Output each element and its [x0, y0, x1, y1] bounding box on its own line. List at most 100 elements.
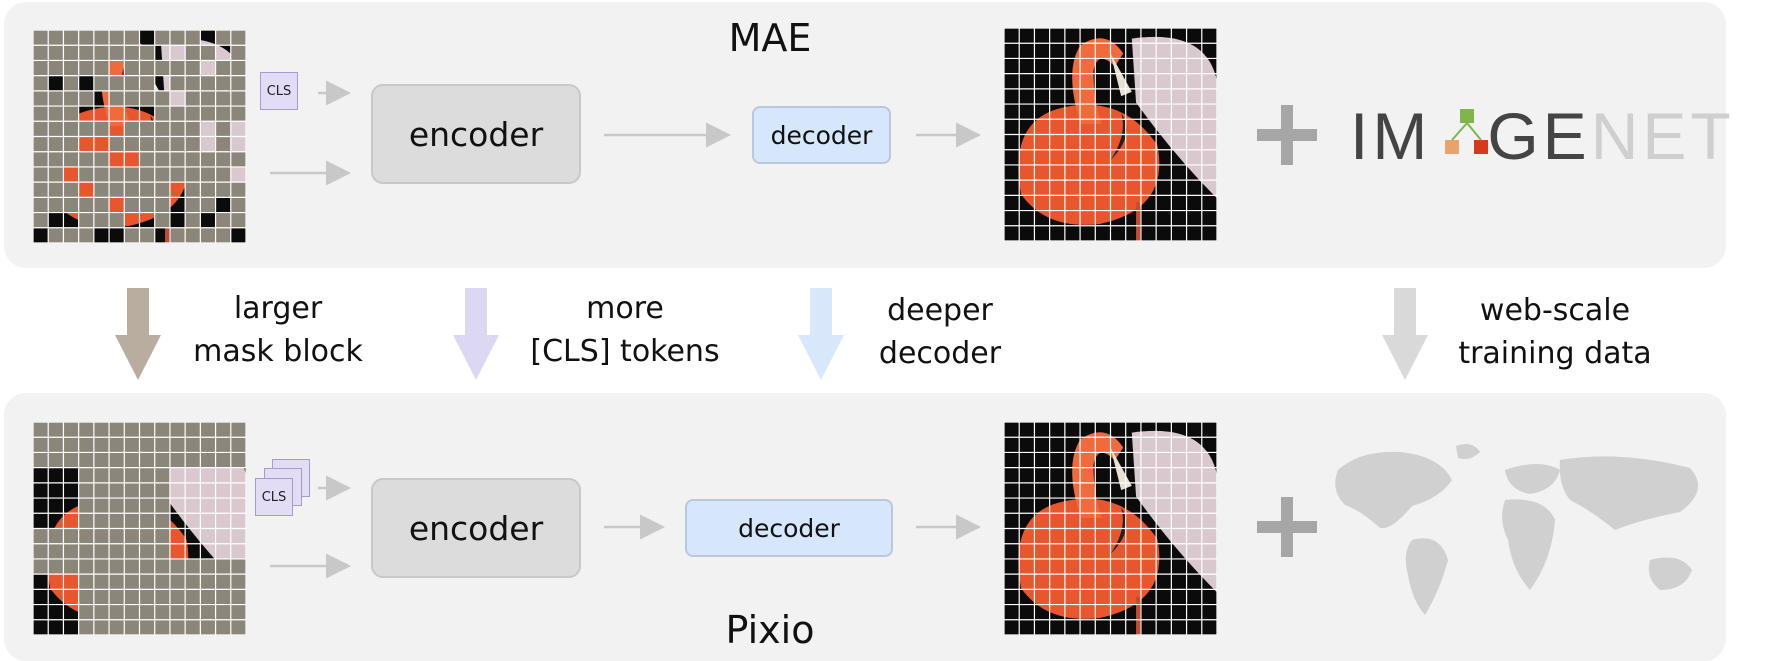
mask-patch [63, 558, 79, 575]
mask-patch [185, 197, 201, 213]
mask-patch [63, 45, 79, 61]
imagenet-logo-part3: NET [1590, 99, 1735, 173]
mask-patch [124, 30, 140, 46]
mask-patch [124, 604, 140, 620]
mask-patch [78, 543, 94, 559]
mask-patch [63, 75, 79, 91]
mask-patch [78, 227, 94, 243]
mask-patch [109, 30, 125, 46]
flamingo-beak [1110, 53, 1132, 97]
mask-patch [185, 574, 201, 590]
mae-masked-input-image [33, 30, 246, 243]
mask-patch [63, 90, 79, 107]
mask-patch [93, 212, 110, 228]
pixio-reconstructed-image [1004, 422, 1217, 635]
mask-patch [139, 498, 155, 514]
mask-patch [109, 604, 125, 620]
mask-patch [230, 452, 246, 468]
mask-patch [78, 45, 94, 61]
mask-patch [124, 422, 140, 438]
mask-patch [154, 482, 170, 499]
mae-decoder-block: decoder [752, 106, 891, 164]
mask-patch [33, 75, 49, 91]
mask-patch [185, 45, 201, 61]
mask-patch [215, 452, 231, 468]
mask-patch [124, 121, 140, 137]
mask-patch [48, 106, 64, 122]
mask-patch [230, 422, 246, 438]
mask-patch [200, 151, 216, 167]
mask-patch [93, 558, 110, 575]
mask-patch [154, 543, 170, 559]
pixio-encoder-block: encoder [371, 478, 581, 578]
mask-patch [139, 467, 155, 483]
mask-patch [48, 151, 64, 167]
mask-patch [230, 197, 246, 213]
mask-patch [139, 558, 155, 575]
mask-patch [154, 574, 170, 590]
mask-patch [169, 60, 186, 76]
mask-patch [93, 197, 110, 213]
mask-patch [124, 166, 140, 183]
mask-patch [33, 528, 49, 544]
mask-patch [33, 121, 49, 137]
mask-patch [93, 452, 110, 468]
mask-patch [154, 452, 170, 468]
continent-shape [1648, 557, 1692, 590]
mask-patch [230, 30, 246, 46]
mask-patch [154, 528, 170, 544]
mask-patch [185, 30, 201, 46]
mask-patch [230, 106, 246, 122]
pixio-decoder-block: decoder [685, 499, 893, 557]
mask-patch [169, 30, 186, 46]
mask-patch [78, 121, 94, 137]
mask-patch [109, 437, 125, 453]
mask-patch [185, 212, 201, 228]
mask-patch [154, 498, 170, 514]
mask-patch [185, 106, 201, 122]
feathers [1131, 36, 1217, 199]
mask-patch [230, 212, 246, 228]
mask-patch [185, 75, 201, 91]
mae-encoder-block: encoder [371, 84, 581, 184]
mask-patch [200, 182, 216, 198]
mask-patch [124, 90, 140, 107]
pixio-title: Pixio [725, 608, 815, 652]
mask-patch [109, 498, 125, 514]
mask-patch [93, 574, 110, 590]
mask-patch [154, 166, 170, 183]
mask-patch [78, 604, 94, 620]
flamingo-leg [1136, 596, 1141, 635]
imagenet-node-links [1451, 122, 1482, 141]
mask-patch [33, 437, 49, 453]
mask-patch [185, 604, 201, 620]
mask-patch [215, 166, 231, 183]
mask-patch [124, 75, 140, 91]
mask-patch [215, 106, 231, 122]
mask-patch [93, 60, 110, 76]
change-label-line2: mask block [193, 334, 363, 369]
mask-patch [139, 90, 155, 107]
mask-patch [78, 90, 94, 107]
mask-patch [48, 30, 64, 46]
mask-patch [109, 528, 125, 544]
mask-patch [48, 422, 64, 438]
mask-patch [78, 60, 94, 76]
mask-patch [124, 467, 140, 483]
mask-patch [93, 619, 110, 635]
mask-patch [139, 182, 155, 198]
mask-patch [200, 227, 216, 243]
mask-patch [154, 60, 170, 76]
flamingo-beak [1110, 447, 1132, 491]
mask-patch [215, 422, 231, 438]
mask-patch [215, 227, 231, 243]
mask-patch [215, 151, 231, 167]
mask-patch [124, 437, 140, 453]
mask-patch [109, 75, 125, 91]
mask-patch [169, 227, 186, 243]
mask-patch [215, 589, 231, 605]
world-map-icon [1335, 444, 1698, 615]
mask-patch [139, 589, 155, 605]
mask-patch [154, 90, 170, 107]
mask-patch [230, 437, 246, 453]
